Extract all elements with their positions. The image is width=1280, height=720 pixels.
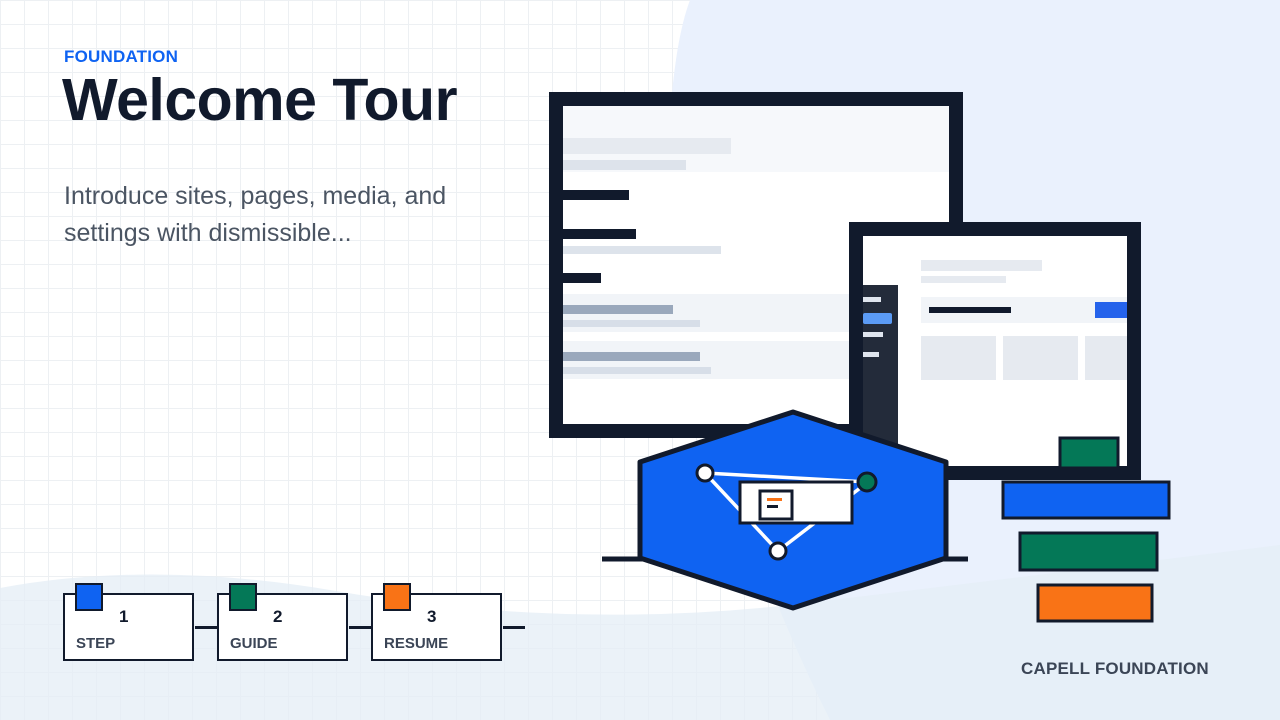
step-number: 1 (119, 607, 129, 626)
front-window-illustration (849, 222, 1141, 480)
step-card-step[interactable]: 1 STEP (63, 583, 194, 661)
orange-square-icon (383, 583, 411, 611)
background-wave-bottom (0, 545, 1280, 720)
blue-square-icon (75, 583, 103, 611)
eyebrow-label: FOUNDATION (64, 47, 179, 66)
green-square-icon (229, 583, 257, 611)
step-label: GUIDE (230, 635, 278, 652)
step-number: 2 (273, 607, 283, 626)
stacked-blocks-illustration (1001, 436, 1171, 623)
step-card-guide[interactable]: 2 GUIDE (217, 583, 348, 661)
step-number: 3 (427, 607, 437, 626)
page-description: Introduce sites, pages, media, and setti… (64, 182, 447, 247)
step-label: RESUME (384, 635, 449, 652)
page-title: Welcome Tour (62, 67, 458, 133)
footer-brand: CAPELL FOUNDATION (1021, 659, 1209, 678)
tour-badge-hexagon (602, 409, 968, 611)
step-label: STEP (76, 635, 116, 652)
step-card-resume[interactable]: 3 RESUME (371, 583, 502, 661)
